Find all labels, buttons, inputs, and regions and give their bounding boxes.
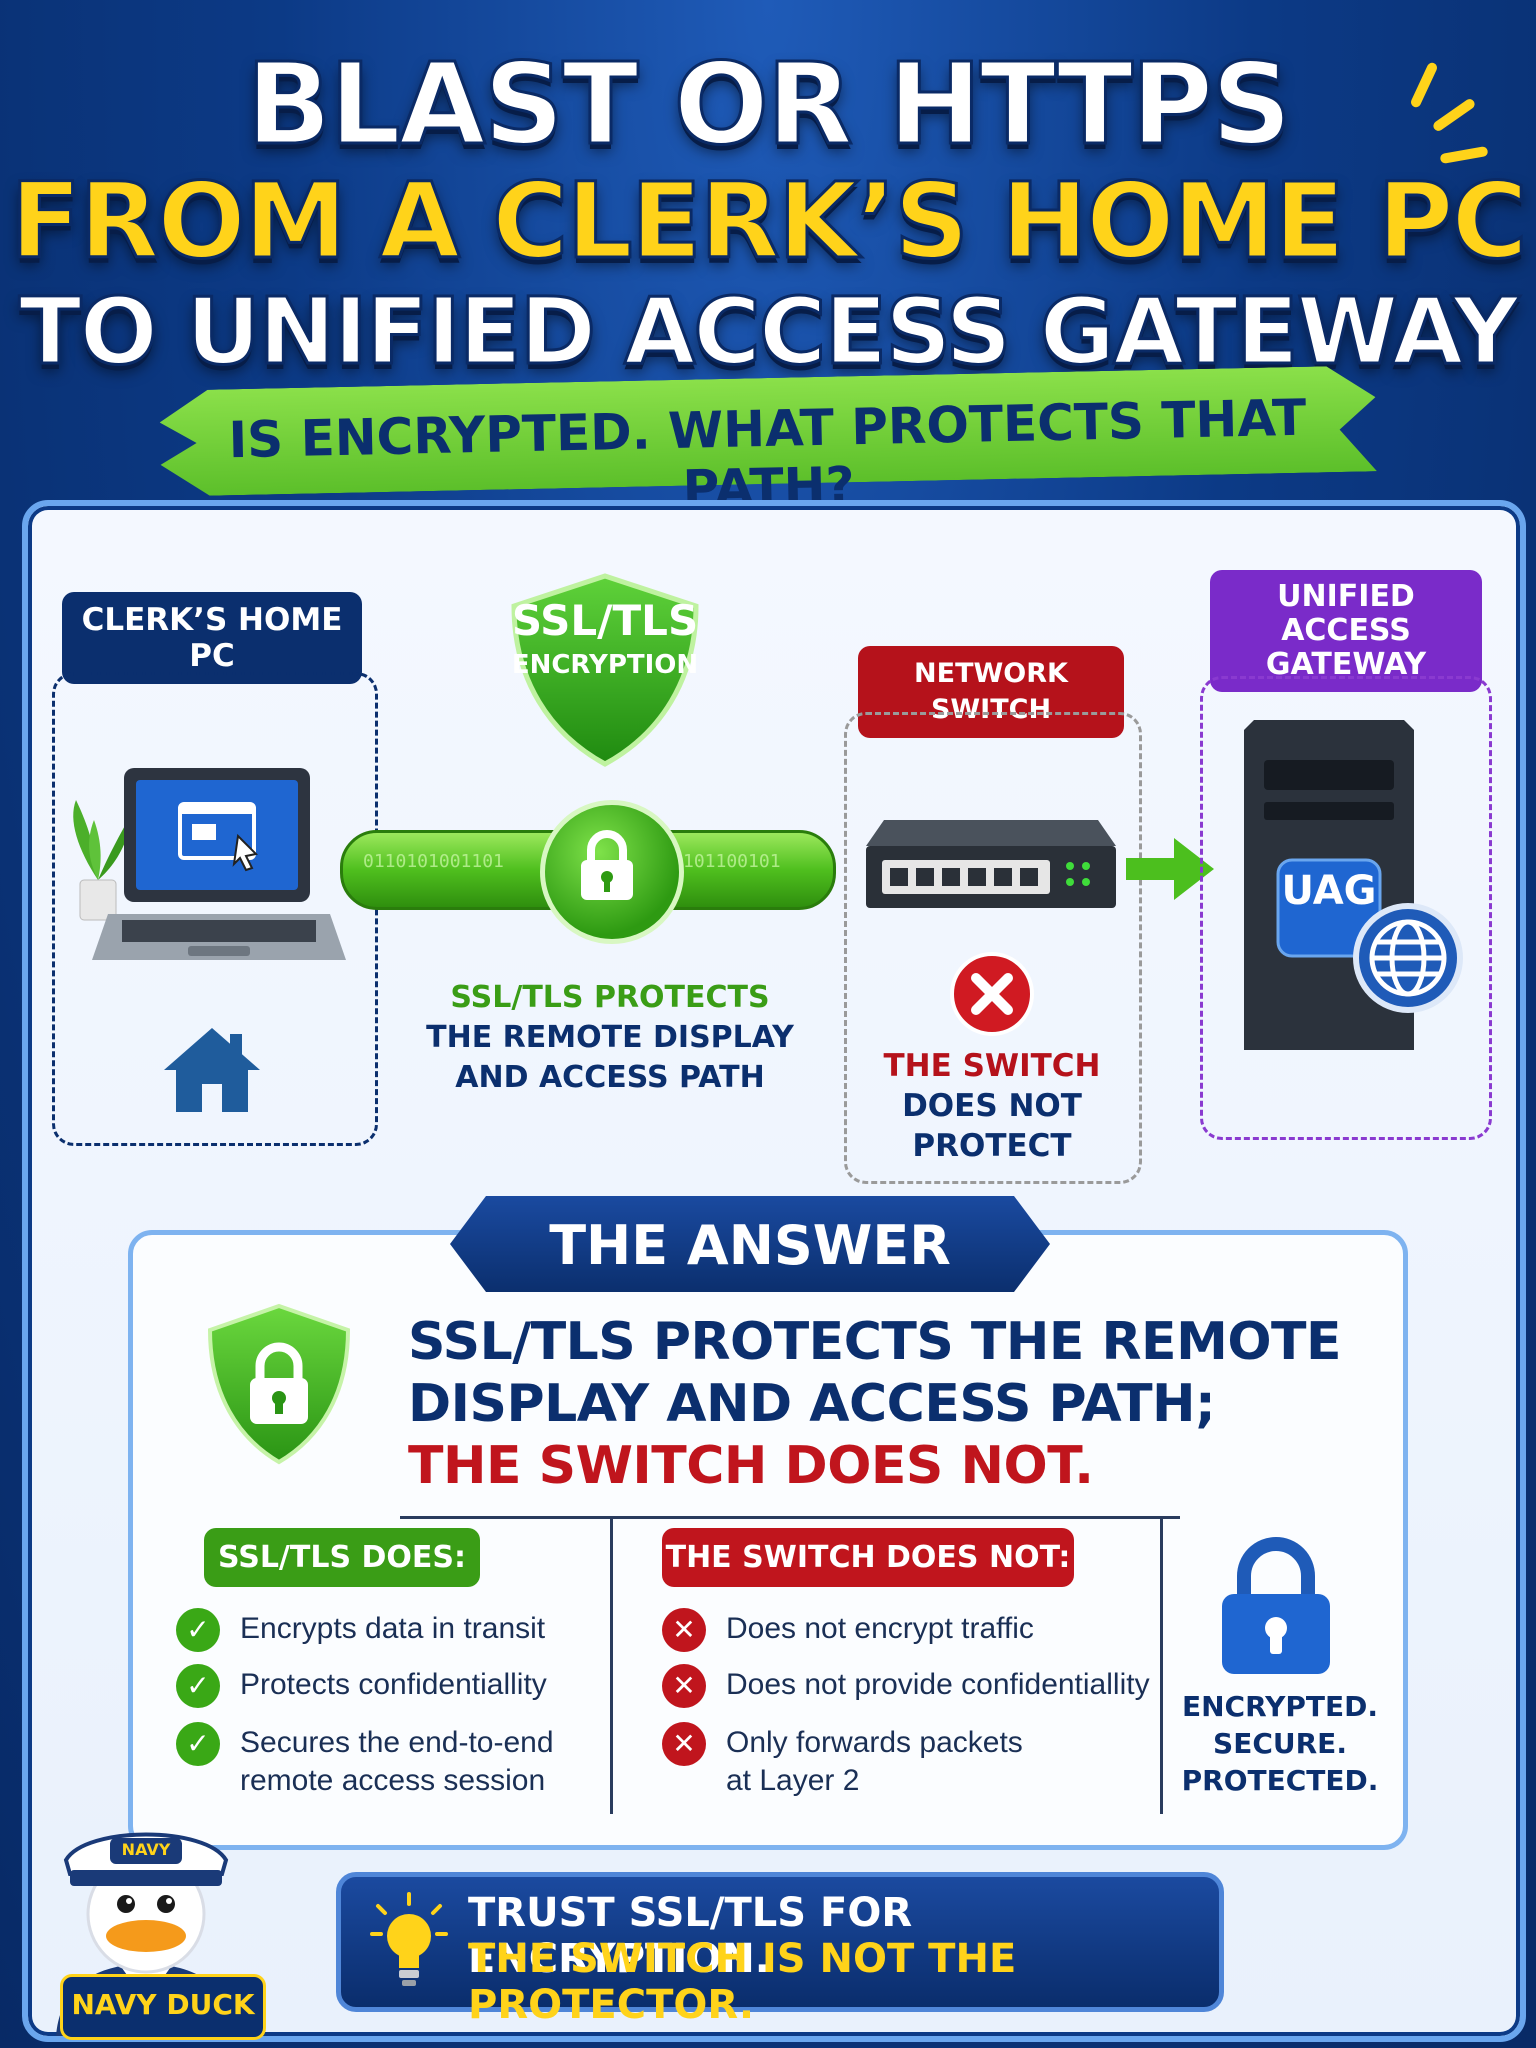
check-icon: ✓ xyxy=(176,1608,220,1652)
answer-title: THE ANSWER xyxy=(549,1214,951,1277)
check-icon: ✓ xyxy=(176,1722,220,1766)
takeaway-bar xyxy=(336,1872,1224,2012)
padlock-icon xyxy=(1222,1537,1330,1674)
switch-not-item-3: Only forwards packets xyxy=(726,1726,1023,1759)
tls-does-item-2: Protects confidentiallity xyxy=(240,1668,547,1701)
takeaway-line-2: THE SWITCH IS NOT THE PROTECTOR. xyxy=(468,1936,1017,2028)
tls-caption-line-1: SSL/TLS PROTECTS xyxy=(450,980,770,1015)
check-icon: ✓ xyxy=(176,1664,220,1708)
tls-caption-line-2: THE REMOTE DISPLAY xyxy=(426,1020,794,1055)
headline-line-1: BLAST OR HTTPS xyxy=(245,39,1294,172)
uag-label: UNIFIED ACCESS GATEWAY xyxy=(1210,570,1482,692)
mascot-hat-text: NAVY xyxy=(121,1840,171,1859)
answer-banner xyxy=(450,1196,1050,1292)
tls-does-item-4: remote access session xyxy=(240,1764,546,1797)
switch-does-not-title: THE SWITCH DOES NOT: xyxy=(662,1528,1074,1587)
laptop-icon xyxy=(92,768,346,960)
answer-line-3: THE SWITCH DOES NOT. xyxy=(408,1436,1094,1496)
switch-not-item-2: Does not provide confidentiallity xyxy=(726,1668,1150,1701)
headline-line-2: FROM A CLERK’S HOME PC xyxy=(9,159,1530,284)
tls-does-item-1: Encrypts data in transit xyxy=(240,1612,546,1645)
status-line-3: PROTECTED. xyxy=(1181,1764,1379,1797)
arrow-right-icon xyxy=(1126,838,1214,900)
status-line-2: SECURE. xyxy=(1213,1727,1347,1760)
tls-does-title: SSL/TLS DOES: xyxy=(204,1528,480,1587)
tls-caption-line-3: AND ACCESS PATH xyxy=(455,1060,765,1095)
home-pc-label: CLERK’S HOME PC xyxy=(62,592,362,684)
x-icon: ✕ xyxy=(662,1722,706,1766)
answer-line-2: DISPLAY AND ACCESS PATH; xyxy=(408,1374,1216,1434)
shield-icon xyxy=(511,573,699,767)
switch-not-item-4: at Layer 2 xyxy=(726,1764,860,1797)
switch-caption-line-2: DOES NOT xyxy=(902,1088,1082,1124)
x-circle-icon xyxy=(950,952,1034,1036)
shield-lock-icon xyxy=(207,1303,351,1465)
answer-line-1: SSL/TLS PROTECTS THE REMOTE xyxy=(408,1312,1342,1372)
uag-badge: UAG xyxy=(1281,868,1377,914)
shield-subtitle: ENCRYPTION xyxy=(511,650,699,680)
answer-divider xyxy=(400,1516,1180,1519)
tunnel-lock xyxy=(540,800,684,944)
column-divider-2 xyxy=(1160,1518,1163,1814)
takeaway-line-1: TRUST SSL/TLS FOR ENCRYPTION. xyxy=(468,1890,913,1982)
switch-box xyxy=(844,712,1142,1184)
switch-caption-line-3: PROTECT xyxy=(912,1128,1072,1164)
mascot-label: NAVY DUCK xyxy=(60,1974,266,2040)
binary-right: 101100101 xyxy=(683,851,781,872)
column-divider-1 xyxy=(610,1518,613,1814)
switch-not-item-1: Does not encrypt traffic xyxy=(726,1612,1034,1645)
x-icon: ✕ xyxy=(662,1664,706,1708)
status-line-1: ENCRYPTED. xyxy=(1181,1690,1379,1723)
uag-box xyxy=(1200,676,1492,1140)
binary-left: 0110101001101 xyxy=(363,851,504,872)
home-icon xyxy=(164,1028,260,1112)
tls-does-item-3: Secures the end-to-end xyxy=(240,1726,554,1759)
shield-title: SSL/TLS xyxy=(511,596,699,645)
lightbulb-icon xyxy=(370,1892,448,1986)
switch-label: NETWORK SWITCH xyxy=(858,646,1124,738)
switch-caption-line-1: THE SWITCH xyxy=(883,1048,1101,1084)
network-switch-icon xyxy=(866,820,1116,908)
server-icon xyxy=(1244,720,1463,1050)
lock-icon xyxy=(581,830,633,900)
x-icon: ✕ xyxy=(662,1608,706,1652)
